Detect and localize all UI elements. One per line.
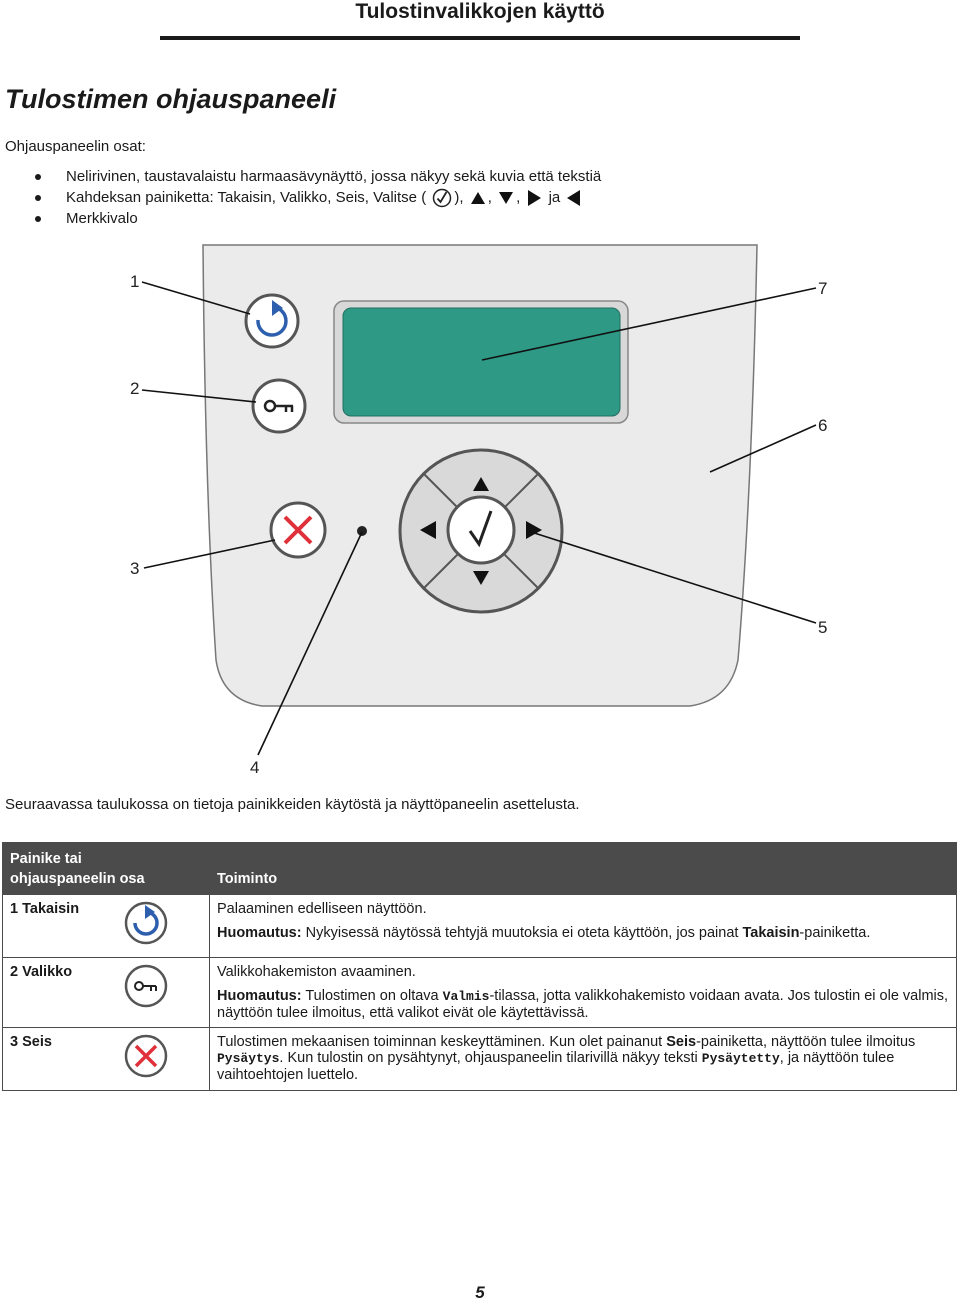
table-row: 1 Takaisin Palaaminen edelliseen näyttöö… <box>2 894 957 958</box>
part-cell: 2 Valikko <box>2 957 210 1028</box>
back-icon <box>124 901 168 945</box>
menu-key-icon <box>124 964 168 1008</box>
stop-icon <box>124 1034 168 1078</box>
note: Huomautus: Nykyisessä näytössä tehtyjä m… <box>217 925 871 941</box>
running-header: Tulostinvalikkojen käyttö <box>160 0 800 40</box>
menu-button <box>251 378 307 434</box>
stop-button <box>269 501 327 559</box>
section-title: Tulostimen ohjauspaneeli <box>5 84 337 114</box>
function-text: Valikkohakemiston avaaminen. <box>217 964 416 980</box>
nav-left-icon <box>420 521 436 539</box>
list-item: Merkkivalo <box>30 208 601 229</box>
part-name: 1 Takaisin <box>10 901 80 917</box>
list-item-text: , <box>487 189 492 206</box>
table-intro-text: Seuraavassa taulukossa on tietoja painik… <box>5 796 580 813</box>
table-row: 3 Seis Tulostimen mekaanisen toiminnan k… <box>2 1027 957 1091</box>
arrow-right-icon <box>528 190 542 207</box>
column-header-function: Toiminto <box>209 842 957 895</box>
arrow-up-icon <box>470 192 485 205</box>
part-name: 2 Valikko <box>10 964 73 980</box>
list-item-text: , <box>516 189 521 206</box>
nav-down-icon <box>473 571 489 585</box>
function-text: Palaaminen edelliseen näyttöön. <box>217 901 427 917</box>
callout-1: 1 <box>130 272 139 291</box>
part-cell: 3 Seis <box>2 1027 210 1091</box>
back-button <box>244 293 300 349</box>
indicator-light <box>357 526 367 536</box>
callout-7: 7 <box>818 279 827 298</box>
list-item-text: ja <box>548 189 561 206</box>
parts-list: Nelirivinen, taustavalaistu harmaasävynä… <box>30 166 601 229</box>
part-name: 3 Seis <box>10 1034 52 1050</box>
function-cell: Valikkohakemiston avaaminen. Huomautus: … <box>209 957 957 1028</box>
display-screen <box>342 307 621 417</box>
function-cell: Palaaminen edelliseen näyttöön. Huomautu… <box>209 894 957 958</box>
callout-lines <box>141 281 817 756</box>
nav-right-icon <box>526 521 542 539</box>
function-text: Tulostimen mekaanisen toiminnan keskeytt… <box>217 1034 916 1083</box>
navigation-buttons <box>398 448 564 614</box>
list-item-text: ), <box>454 189 464 206</box>
select-check-icon <box>433 188 452 208</box>
column-header-part: Painike tai ohjauspaneelin osa <box>2 842 210 895</box>
nav-up-icon <box>473 477 489 491</box>
callout-2: 2 <box>130 379 139 398</box>
callout-6: 6 <box>818 416 827 435</box>
table-header-row: Painike tai ohjauspaneelin osa Toiminto <box>2 842 957 895</box>
arrow-down-icon <box>499 192 514 205</box>
part-cell: 1 Takaisin <box>2 894 210 958</box>
intro-text: Ohjauspaneelin osat: <box>5 138 146 155</box>
note: Huomautus: Tulostimen on oltava Valmis-t… <box>217 988 949 1021</box>
function-cell: Tulostimen mekaanisen toiminnan keskeytt… <box>209 1027 957 1091</box>
arrow-left-icon <box>567 190 581 207</box>
list-item-text: Nelirivinen, taustavalaistu harmaasävynä… <box>66 168 602 185</box>
list-item: Kahdeksan painiketta: Takaisin, Valikko,… <box>30 187 601 208</box>
button-reference-table: Painike tai ohjauspaneelin osa Toiminto … <box>2 842 957 1091</box>
callout-4: 4 <box>250 758 259 777</box>
callout-3: 3 <box>130 559 139 578</box>
page-number: 5 <box>475 1283 485 1302</box>
chapter-title: Tulostinvalikkojen käyttö <box>355 0 605 23</box>
list-item-text: Kahdeksan painiketta: Takaisin, Valikko,… <box>66 189 427 206</box>
callout-5: 5 <box>818 618 827 637</box>
list-item: Nelirivinen, taustavalaistu harmaasävynä… <box>30 166 601 187</box>
control-panel-figure: 1 2 3 4 5 6 7 <box>130 244 827 777</box>
list-item-text: Merkkivalo <box>66 210 138 227</box>
table-row: 2 Valikko Valikkohakemiston avaaminen. H… <box>2 957 957 1028</box>
